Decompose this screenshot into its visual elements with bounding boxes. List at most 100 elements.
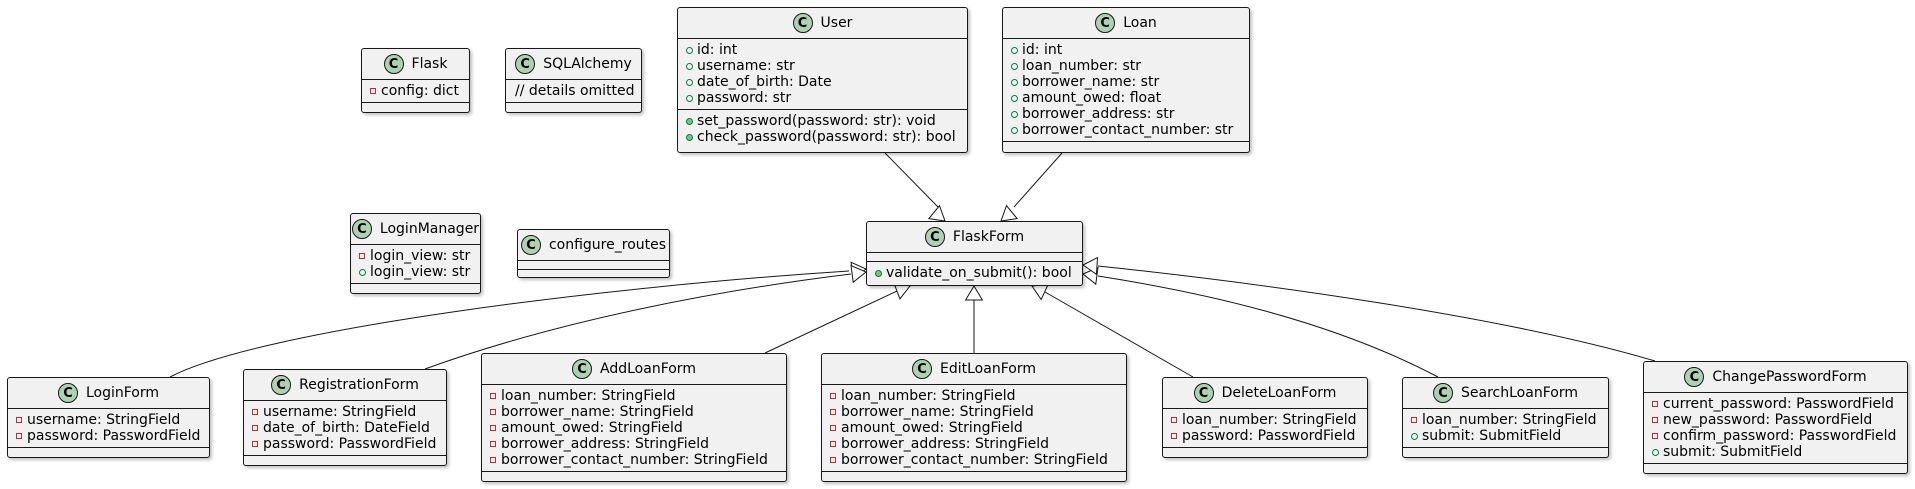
field-text: amount_owed: float	[1022, 90, 1162, 106]
class-name: SQLAlchemy	[543, 56, 632, 72]
visibility-marker-icon	[488, 393, 498, 399]
methods-compartment	[506, 102, 641, 111]
class-field: submit: SubmitField	[1409, 428, 1602, 444]
field-text: username: StringField	[263, 404, 417, 420]
visibility-marker-icon	[1650, 401, 1660, 407]
class-stereotype-icon: C	[924, 227, 945, 247]
field-text: confirm_password: PasswordField	[1663, 428, 1897, 444]
visibility-marker-icon	[1409, 432, 1419, 440]
class-field: borrower_contact_number: str	[1009, 122, 1243, 138]
class-stereotype-icon: C	[520, 235, 541, 255]
field-text: submit: SubmitField	[1663, 444, 1803, 460]
visibility-marker-icon	[1169, 417, 1179, 423]
public-field-circle-icon	[685, 62, 693, 70]
public-field-circle-icon	[1010, 110, 1018, 118]
generalization-arrowhead-icon	[964, 285, 984, 301]
class-field: borrower_contact_number: StringField	[488, 452, 780, 468]
private-square-icon	[1652, 401, 1658, 407]
class-field: login_view: str	[357, 248, 474, 264]
class-field: loan_number: StringField	[1169, 412, 1361, 428]
field-text: current_password: PasswordField	[1663, 396, 1894, 412]
class-field: password: PasswordField	[250, 436, 440, 452]
field-text: borrower_contact_number: str	[1022, 122, 1234, 138]
visibility-marker-icon	[14, 417, 24, 423]
class-field: login_view: str	[357, 264, 474, 280]
public-field-circle-icon	[1010, 78, 1018, 86]
visibility-marker-icon	[684, 117, 694, 125]
public-field-circle-icon	[685, 78, 693, 86]
class-field: id: int	[684, 42, 961, 58]
class-field: loan_number: StringField	[488, 388, 780, 404]
class-field: username: StringField	[250, 404, 440, 420]
class-field: borrower_address: StringField	[488, 436, 780, 452]
field-text: amount_owed: StringField	[501, 420, 683, 436]
private-square-icon	[490, 457, 496, 463]
private-square-icon	[1652, 417, 1658, 423]
class-stereotype-icon: C	[792, 13, 813, 33]
inheritance-edge-user	[884, 152, 946, 222]
method-text: validate_on_submit(): bool	[886, 265, 1072, 281]
private-square-icon	[490, 393, 496, 399]
class-stereotype-icon: C	[515, 54, 536, 74]
inheritance-line	[169, 270, 850, 378]
inheritance-line	[1044, 291, 1194, 378]
visibility-marker-icon	[357, 268, 367, 276]
public-field-circle-icon	[1651, 448, 1659, 456]
field-text: borrower_address: StringField	[841, 436, 1050, 452]
class-field: borrower_name: StringField	[488, 404, 780, 420]
visibility-marker-icon	[368, 88, 378, 94]
class-stereotype-icon: C	[351, 219, 372, 239]
class-method: check_password(password: str): bool	[684, 129, 961, 145]
class-field: borrower_address: StringField	[828, 436, 1120, 452]
field-text: borrower_contact_number: StringField	[841, 452, 1108, 468]
class-method: validate_on_submit(): bool	[873, 265, 1076, 281]
visibility-marker-icon	[684, 46, 694, 54]
visibility-marker-icon	[828, 393, 838, 399]
private-square-icon	[16, 417, 22, 423]
methods-compartment	[351, 283, 480, 292]
class-name: User	[820, 15, 853, 31]
public-method-circle-icon	[685, 133, 693, 141]
methods-compartment	[482, 471, 786, 480]
method-text: check_password(password: str): bool	[697, 129, 956, 145]
class-name: LoginForm	[85, 385, 160, 401]
class-field: username: str	[684, 58, 961, 74]
private-square-icon	[1652, 433, 1658, 439]
class-stereotype-icon: C	[912, 359, 933, 379]
visibility-marker-icon	[684, 94, 694, 102]
visibility-marker-icon	[14, 433, 24, 439]
public-field-circle-icon	[1010, 62, 1018, 70]
visibility-marker-icon	[828, 409, 838, 415]
class-field: loan_number: str	[1009, 58, 1243, 74]
visibility-marker-icon	[1650, 448, 1660, 456]
inheritance-edge-loan	[1000, 152, 1063, 222]
field-text: login_view: str	[370, 264, 471, 280]
visibility-marker-icon	[357, 253, 367, 259]
class-name: configure_routes	[548, 237, 667, 253]
methods-compartment	[1003, 141, 1249, 150]
